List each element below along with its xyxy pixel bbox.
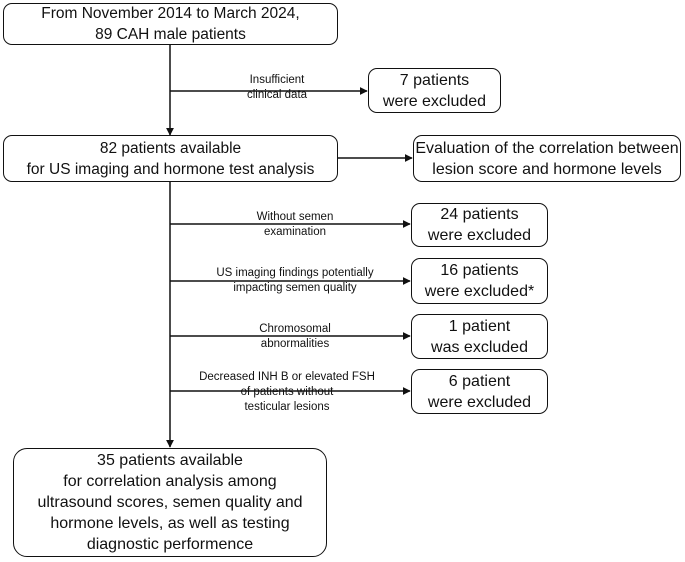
available-82-box: 82 patients available for US imaging and…: [3, 135, 338, 182]
excluded-us-box: 16 patients were excluded*: [411, 258, 548, 304]
label-hormone: Decreased INH B or elevated FSH of patie…: [199, 371, 375, 413]
excluded-hormone-box: 6 patient were excluded: [411, 369, 548, 414]
label-us-findings: US imaging findings potentially impactin…: [216, 267, 374, 294]
start-box: From November 2014 to March 2024, 89 CAH…: [3, 3, 338, 45]
excluded-chromosomal-box: 1 patient was excluded: [411, 314, 548, 359]
label-chromosomal: Chromosomal abnormalities: [259, 323, 331, 350]
correlation-eval-box: Evaluation of the correlation between le…: [413, 135, 681, 182]
final-box: 35 patients available for correlation an…: [13, 448, 327, 557]
label-insufficient: Insufficient clinical data: [246, 74, 308, 101]
start-line2: 89 CAH male patients: [95, 26, 246, 43]
start-line1: From November 2014 to March 2024,: [41, 5, 300, 22]
excluded-semen-box: 24 patients were excluded: [411, 203, 548, 247]
excluded-clinical-box: 7 patients were excluded: [368, 68, 501, 113]
label-no-semen: Without semen examination: [256, 211, 334, 238]
